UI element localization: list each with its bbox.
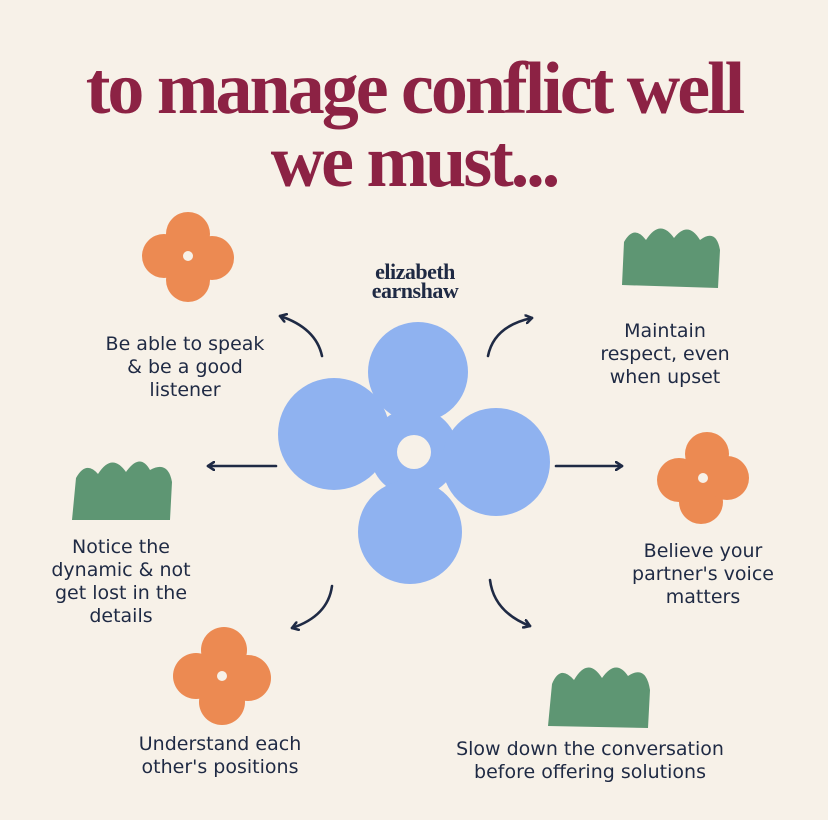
blue-flower-icon	[278, 322, 550, 584]
orange-flower-icon	[142, 212, 234, 302]
brand-line-2: earnshaw	[371, 278, 459, 303]
item-speak-listen: Be able to speak & be a good listener	[105, 333, 265, 401]
arrow-up-right-icon	[486, 318, 534, 358]
orange-flower-icon	[173, 627, 271, 725]
green-bush-icon	[548, 667, 650, 728]
green-bush-icon	[622, 228, 720, 288]
arrow-up-left-icon	[278, 316, 324, 358]
item-slow-down: Slow down the conversation before offeri…	[456, 738, 724, 783]
brand-line-1: elizabeth	[375, 259, 455, 284]
brand-logo: elizabeth earnshaw	[340, 259, 490, 303]
arrow-down-right-icon	[488, 578, 532, 626]
item-maintain-respect: Maintain respect, even when upset	[600, 320, 730, 388]
item-notice-dynamic: Notice the dynamic & not get lost in the…	[51, 536, 191, 627]
title-line-2: we must...	[270, 121, 561, 203]
item-understand-positions: Understand each other's positions	[138, 733, 302, 778]
title-line-1: to manage conflict well	[85, 48, 745, 130]
item-believe-voice: Believe your partner's voice matters	[632, 540, 774, 608]
orange-flower-icon	[657, 432, 749, 524]
green-bush-icon	[72, 461, 172, 520]
arrow-down-left-icon	[290, 584, 334, 628]
